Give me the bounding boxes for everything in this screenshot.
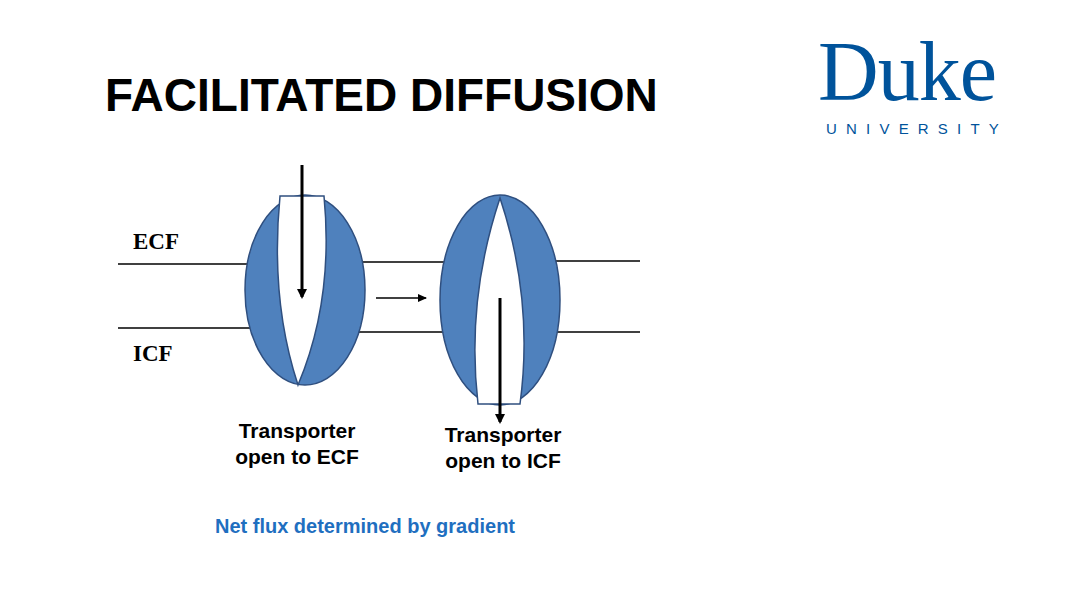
- region-label: ECF: [133, 230, 179, 253]
- region-label: ICF: [133, 342, 173, 365]
- transporter-label: Transporter open to ICF: [428, 422, 578, 475]
- transporter-node: Transporter open to ICF: [428, 190, 578, 481]
- slide-caption: Net flux determined by gradient: [150, 514, 580, 538]
- transporter-icf-shape: [440, 195, 560, 422]
- logo-subtitle: UNIVERSITY: [826, 121, 1008, 136]
- logo-wordmark: Duke: [818, 30, 996, 114]
- membrane-lines: [118, 261, 640, 332]
- transporter-label: Transporter open to ECF: [222, 418, 372, 471]
- transition-arrow: [376, 297, 426, 299]
- slide-title: FACILITATED DIFFUSION: [105, 70, 658, 121]
- transporter-ecf-shape: [245, 165, 365, 385]
- transporter-node: Transporter open to ECF: [222, 190, 372, 477]
